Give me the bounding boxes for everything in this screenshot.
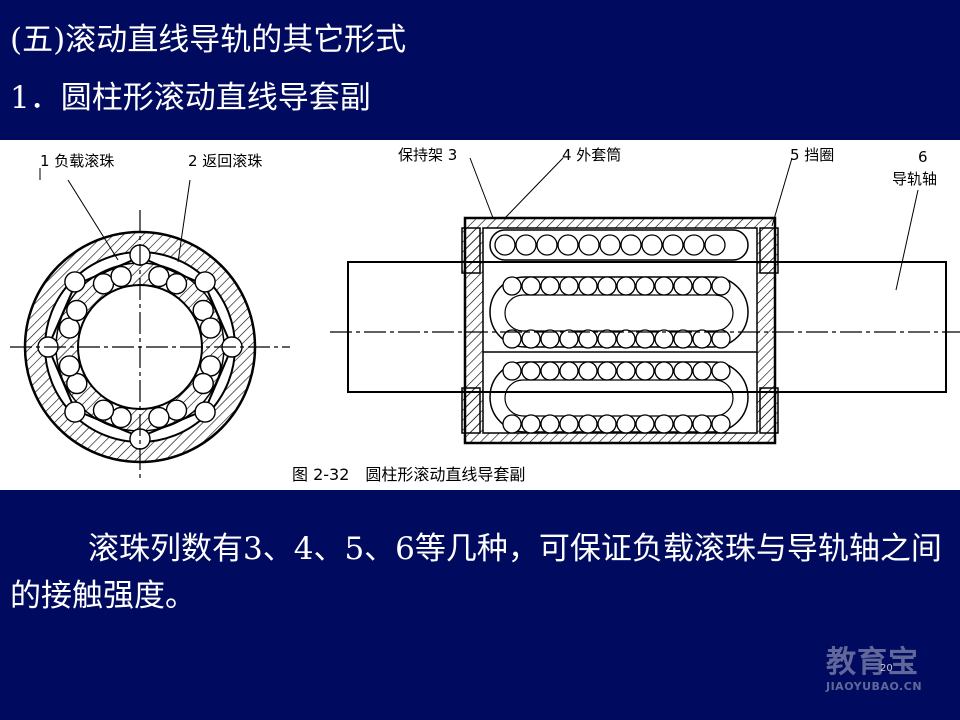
rolling-ball: [64, 271, 86, 293]
rolling-ball: [540, 276, 560, 296]
rolling-ball: [704, 234, 726, 256]
rolling-ball: [654, 276, 674, 296]
rolling-ball: [635, 329, 655, 349]
rolling-ball: [616, 414, 636, 434]
rolling-ball: [559, 276, 579, 296]
rolling-ball: [683, 234, 705, 256]
rolling-ball: [58, 355, 81, 377]
rolling-ball: [692, 414, 712, 434]
rolling-ball: [92, 399, 115, 421]
rolling-ball: [502, 414, 522, 434]
rolling-ball: [66, 299, 88, 322]
rolling-ball: [165, 273, 188, 295]
bearing-diagram: 1 负载滚珠 2 返回滚珠 保持架 3 4 外套筒 5 挡圈 6 导轨轴 图 2…: [10, 146, 960, 484]
rolling-ball: [521, 329, 541, 349]
rolling-ball: [597, 276, 617, 296]
rolling-ball: [148, 406, 170, 429]
rolling-ball: [673, 414, 693, 434]
watermark-logo-en: JIAOYUBAO.CN: [826, 680, 923, 693]
label-cage: 保持架 3: [398, 146, 457, 164]
figure-caption: 图 2-32 圆柱形滚动直线导套副: [292, 465, 525, 484]
rolling-ball: [673, 329, 693, 349]
rolling-ball: [597, 329, 617, 349]
rolling-ball: [540, 329, 560, 349]
rolling-ball: [641, 234, 663, 256]
rolling-ball: [654, 329, 674, 349]
page-number: 20: [880, 663, 893, 674]
rolling-ball: [620, 234, 642, 256]
rolling-ball: [199, 317, 222, 339]
rolling-ball: [194, 401, 216, 423]
rolling-ball: [536, 234, 558, 256]
rolling-ball: [635, 276, 655, 296]
rolling-ball: [654, 414, 674, 434]
watermark-logo: 教育宝 JIAOYUBAO.CN: [826, 646, 941, 696]
rolling-ball: [540, 414, 560, 434]
rolling-ball: [540, 361, 560, 381]
label-rail-text: 导轨轴: [892, 170, 937, 188]
rolling-ball: [597, 414, 617, 434]
rolling-ball: [521, 276, 541, 296]
body-text-content: 滚珠列数有3、4、5、6等几种，可保证负载滚珠与导轨轴之间的接触强度。: [10, 531, 942, 614]
rolling-ball: [673, 361, 693, 381]
rolling-ball: [692, 329, 712, 349]
slide-subtitle: 1．圆柱形滚动直线导套副: [10, 80, 371, 116]
label-rail-number: 6: [918, 148, 928, 166]
rolling-ball: [502, 329, 522, 349]
rolling-ball: [494, 234, 516, 256]
rolling-ball: [559, 361, 579, 381]
label-outer-sleeve: 4 外套筒: [562, 146, 621, 164]
rolling-ball: [194, 271, 216, 293]
rolling-ball: [616, 276, 636, 296]
watermark-logo-cn: 教育宝: [826, 645, 919, 680]
rolling-ball: [616, 329, 636, 349]
rolling-ball: [559, 414, 579, 434]
rolling-ball: [557, 234, 579, 256]
body-text: 滚珠列数有3、4、5、6等几种，可保证负载滚珠与导轨轴之间的接触强度。: [10, 526, 950, 620]
label-retainer-ring: 5 挡圈: [790, 146, 834, 164]
longitudinal-view: [330, 157, 960, 445]
rolling-ball: [578, 361, 598, 381]
rolling-ball: [64, 401, 86, 423]
rolling-ball: [673, 276, 693, 296]
rolling-ball: [515, 234, 537, 256]
rolling-ball: [599, 234, 621, 256]
rolling-ball: [616, 361, 636, 381]
rolling-ball: [654, 361, 674, 381]
rolling-ball: [521, 414, 541, 434]
rolling-ball: [578, 276, 598, 296]
rolling-ball: [711, 329, 731, 349]
rolling-ball: [711, 414, 731, 434]
rolling-ball: [110, 265, 132, 288]
rolling-ball: [635, 361, 655, 381]
rolling-ball: [711, 276, 731, 296]
rolling-ball: [578, 329, 598, 349]
bearing-figure: 1 负载滚珠 2 返回滚珠 保持架 3 4 外套筒 5 挡圈 6 导轨轴 图 2…: [0, 140, 960, 490]
rolling-ball: [521, 361, 541, 381]
cross-section-view: [10, 168, 290, 480]
label-load-ball: 1 负载滚珠: [40, 152, 114, 170]
rolling-ball: [192, 372, 214, 395]
rolling-ball: [635, 414, 655, 434]
rolling-ball: [578, 234, 600, 256]
rolling-ball: [692, 361, 712, 381]
rolling-ball: [662, 234, 684, 256]
slide-title: (五)滚动直线导轨的其它形式: [10, 22, 407, 58]
label-return-ball: 2 返回滚珠: [188, 152, 262, 170]
rolling-ball: [692, 276, 712, 296]
rolling-ball: [578, 414, 598, 434]
rolling-ball: [502, 361, 522, 381]
rolling-ball: [711, 361, 731, 381]
rolling-ball: [597, 361, 617, 381]
rolling-ball: [559, 329, 579, 349]
rolling-ball: [502, 276, 522, 296]
